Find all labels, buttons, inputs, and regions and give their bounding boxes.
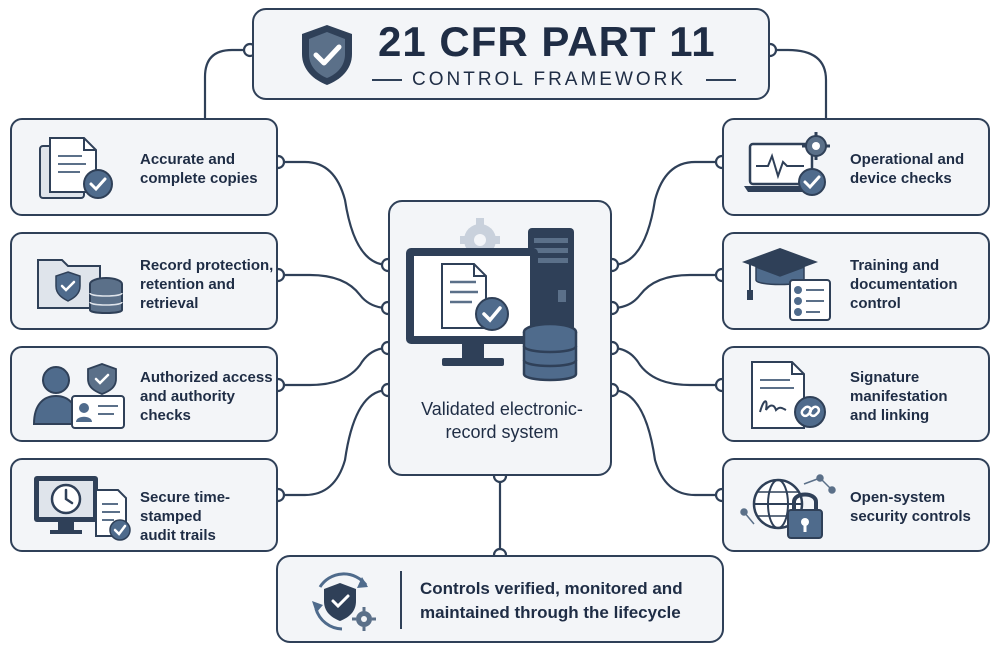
card-label: Record protection, retention and retriev… [140, 257, 274, 312]
card-label: Accurate and complete copies [140, 151, 258, 187]
connector-left-4 [278, 388, 389, 497]
graduation-cap-icon [742, 248, 831, 321]
shield-check-icon [302, 25, 352, 85]
connector-right-2 [611, 273, 722, 310]
connector-right-4 [611, 388, 722, 497]
card-label: Secure time-stamped audit trails [140, 489, 231, 544]
lifecycle-shield-icon [312, 572, 376, 631]
connector-right-1 [611, 160, 722, 267]
header-subtitle: CONTROL FRAMEWORK [412, 69, 687, 90]
header-connector-right [770, 48, 828, 118]
card-authorized-access: Authorized access and authority checks [10, 346, 278, 442]
subtitle-rule-left [372, 79, 402, 81]
card-signature: Signature manifestation and linking [722, 346, 990, 442]
document-check-icon [39, 137, 113, 199]
card-label: Open-system security controls [850, 489, 971, 525]
header-panel: 21 CFR PART 11 CONTROL FRAMEWORK [252, 8, 770, 100]
folder-database-icon [37, 259, 123, 314]
connector-left-2 [278, 273, 389, 310]
globe-lock-icon [740, 474, 836, 539]
footer-panel: Controls verified, monitored and maintai… [276, 555, 724, 643]
user-badge-icon [32, 363, 125, 429]
card-training-docs: Training and documentation control [722, 232, 990, 330]
card-operational-checks: Operational and device checks [722, 118, 990, 216]
card-label: Training and documentation control [850, 257, 958, 312]
header-title: 21 CFR PART 11 [378, 18, 716, 65]
center-system-panel: Validated electronic-record system [388, 200, 612, 476]
connector-left-1 [278, 160, 389, 267]
card-label: Signature manifestation and linking [850, 369, 948, 424]
footer-label: Controls verified, monitored and maintai… [420, 579, 683, 622]
signature-link-icon [751, 361, 826, 429]
connector-left-3 [278, 346, 389, 387]
footer-divider [400, 571, 402, 629]
card-audit-trails: Secure time-stamped audit trails [10, 458, 278, 552]
card-accurate-copies: Accurate and complete copies [10, 118, 278, 216]
laptop-heartbeat-icon [744, 132, 830, 196]
card-open-system: Open-system security controls [722, 458, 990, 552]
clock-monitor-icon [34, 476, 131, 541]
subtitle-rule-right [706, 79, 736, 81]
card-label: Operational and device checks [850, 151, 965, 187]
connector-right-3 [611, 346, 722, 387]
center-label: Validated electronic-record system [421, 399, 583, 442]
card-record-protection: Record protection, retention and retriev… [10, 232, 278, 330]
header-connector-left [203, 48, 250, 118]
computer-server-icon [406, 218, 578, 382]
card-label: Authorized access and authority checks [140, 369, 273, 424]
